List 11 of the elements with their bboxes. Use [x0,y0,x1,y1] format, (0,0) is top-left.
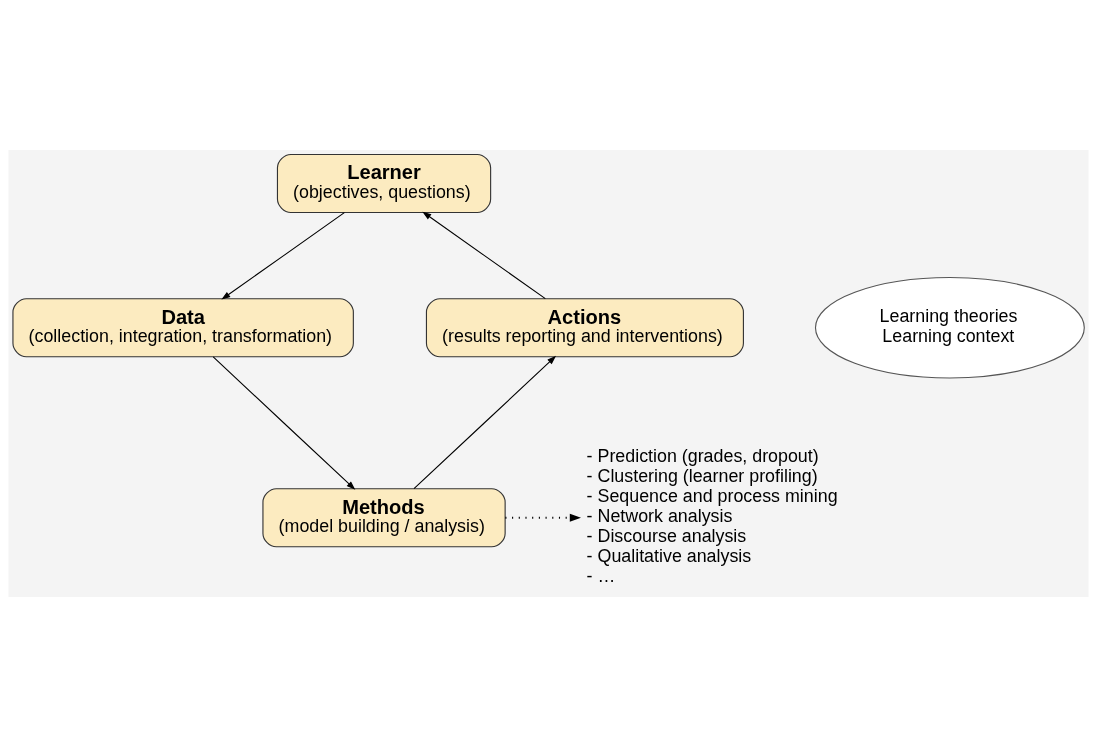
arrow [505,513,581,522]
arrow [212,355,356,490]
arrow [221,211,345,300]
node-ellipse: Learning theories Learning context [814,276,1085,379]
node-box: Actions (results reporting and interventions) [425,297,744,357]
arrow [422,211,546,299]
arrow [413,355,557,489]
node-box: Learner (objectives, questions) [276,153,492,213]
node-text: - Prediction (grades, dropout) - Clustering (learner profiling) - Sequence and process mining - Network analysis - Discourse analysis - Qualitative analysis - … [586,445,838,586]
node-box: Data (collection, integration, transformation) [12,297,354,357]
node-box: Methods (model building / analysis) [262,487,506,547]
